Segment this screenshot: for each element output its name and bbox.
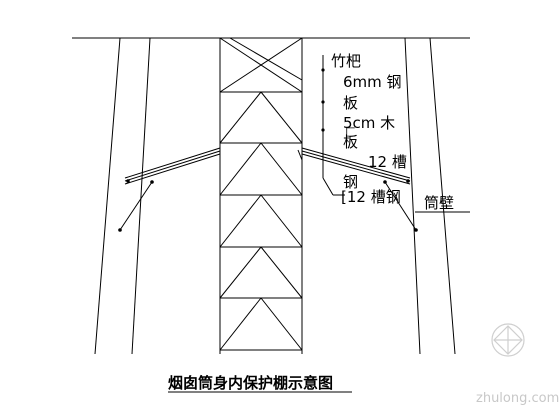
label-channel-12: 12 槽 bbox=[368, 153, 407, 171]
leader-lines bbox=[297, 55, 470, 213]
label-bamboo: 竹杷 bbox=[331, 52, 361, 70]
label-steel-plate: 6mm 钢 bbox=[343, 73, 402, 91]
support-struts bbox=[119, 181, 417, 231]
chimney-wall-left bbox=[94, 37, 151, 355]
label-wood: 5cm 木 bbox=[343, 114, 395, 132]
label-steel: 钢 bbox=[343, 173, 358, 191]
scaffold-tower bbox=[219, 37, 303, 354]
shed-boards-right bbox=[301, 147, 411, 185]
label-channel-steel: [12 槽钢 bbox=[341, 188, 401, 206]
chimney-wall-right bbox=[404, 37, 456, 355]
diagram-caption: 烟囱筒身内保护棚示意图 bbox=[168, 374, 333, 392]
label-plate: 板 bbox=[343, 94, 358, 112]
label-chimney-wall: 筒壁 bbox=[424, 194, 454, 212]
watermark-text: zhulong.com bbox=[476, 391, 559, 406]
label-wood-plate: 板 bbox=[343, 133, 358, 151]
label-small-c: 匚 bbox=[345, 126, 356, 139]
watermark-logo bbox=[491, 323, 525, 357]
leader-ticks bbox=[321, 68, 325, 132]
anchor-points bbox=[118, 179, 418, 232]
shed-boards-left bbox=[124, 147, 221, 185]
